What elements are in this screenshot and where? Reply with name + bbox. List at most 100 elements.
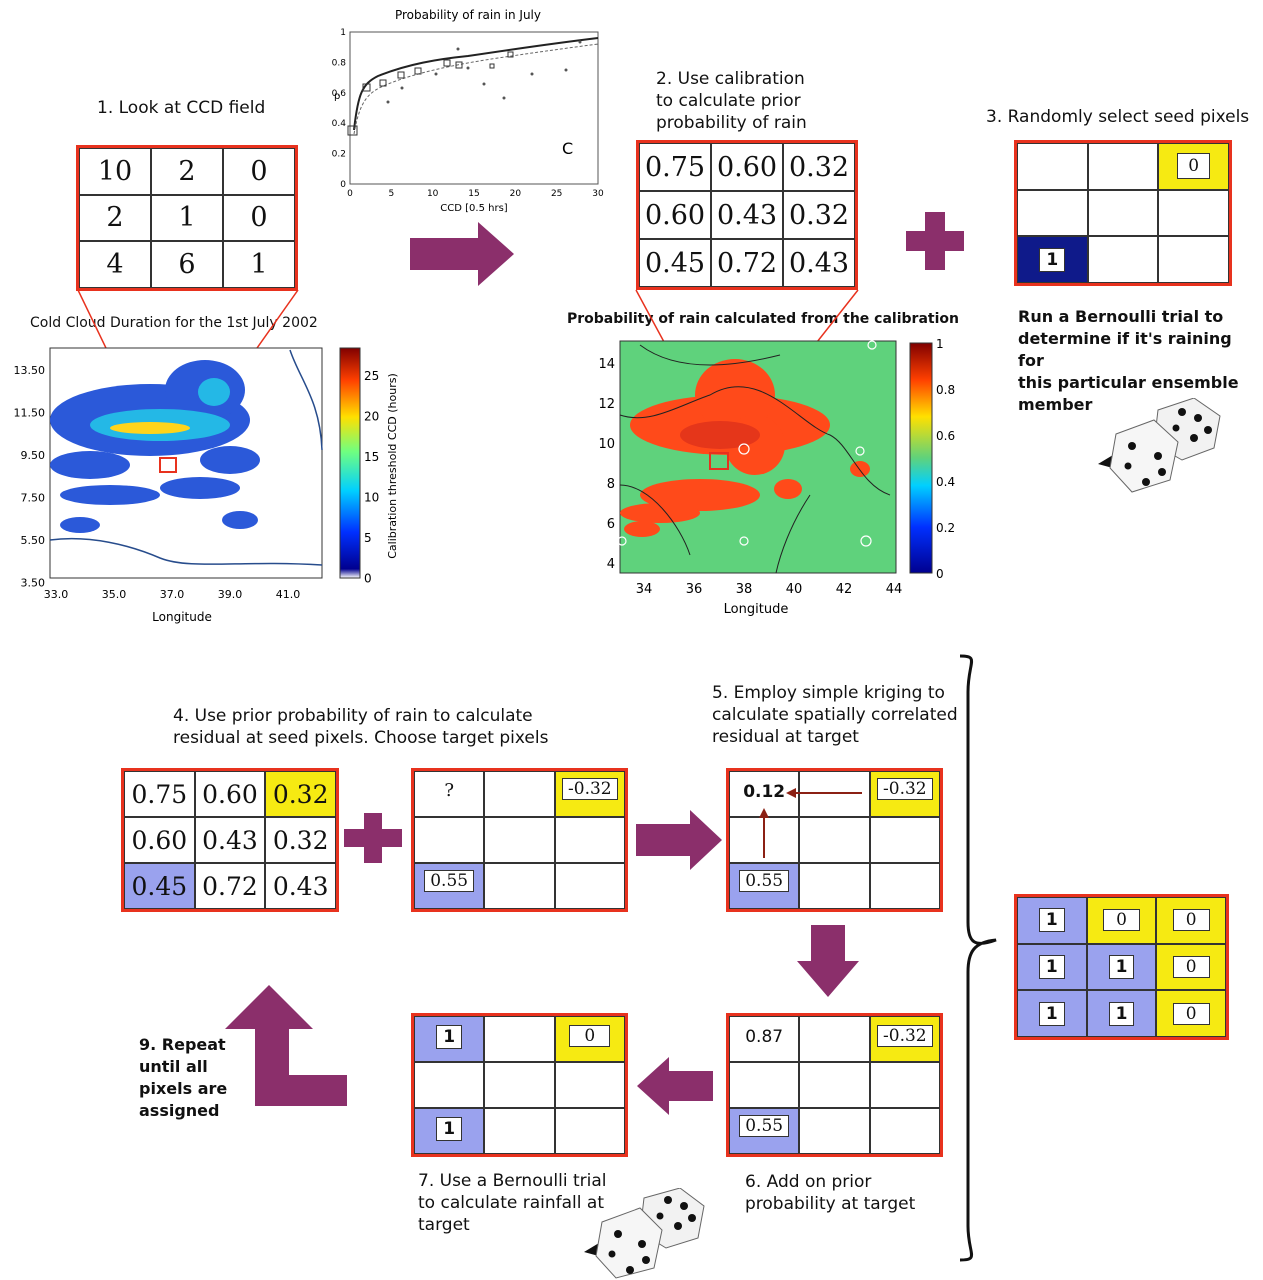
seed-cell [1158,236,1229,283]
ccd-cbar-tick: 0 [364,572,372,586]
step3-note: Run a Bernoulli trial to determine if it… [1018,306,1263,416]
final-value: 1 [1108,1001,1135,1026]
prob-cell: 0.75 [124,771,195,817]
step4-caption: 4. Use prior probability of rain to calc… [173,705,548,749]
prior-added-cell-yellow: -0.32 [869,1016,940,1062]
prob-ytick: 10 [598,437,615,452]
ccd-ytick: 13.50 [14,364,46,377]
step4-line: residual at seed pixels. Choose target p… [173,728,549,748]
arrow-right-2 [636,810,722,870]
kriging-value: 0.55 [739,870,790,892]
seed-grid: 0 1 [1014,140,1232,286]
ccd-cell: 0 [223,194,295,242]
ccd-grid: 10 2 0 2 1 0 4 6 1 [76,145,298,291]
bernoulli-grid: 1 0 1 [411,1013,628,1157]
calib-ytick: 0.6 [332,89,347,99]
seed-cell [1017,189,1088,237]
prob-cell: 0.60 [124,817,195,863]
step2-line: 2. Use calibration [656,69,805,89]
bernoulli-value: 0 [569,1025,611,1047]
final-value: 1 [1038,1001,1065,1026]
prob-ytick: 14 [598,357,615,372]
final-cell-yellow: 0 [1086,897,1157,944]
dice-icon [584,1188,705,1279]
ccd-xtick: 33.0 [44,588,69,601]
final-cell-yellow: 0 [1156,990,1226,1037]
kriging-cell [869,817,940,863]
calib-ytick: 1 [340,28,346,38]
bernoulli-cell [554,1108,625,1154]
prior-added-grid: 0.87 -0.32 0.55 [726,1013,943,1157]
kriging-cell-blue: 0.55 [729,863,800,909]
calib-ytick: 0.2 [332,150,346,160]
kriging-cell [799,817,870,863]
ccd-cell: 1 [151,194,223,242]
step9-line: until all [139,1057,208,1076]
final-cell-yellow: 0 [1156,897,1226,944]
residual-cell [554,863,625,909]
step6-line: 6. Add on prior [745,1172,872,1192]
prob-cell: 0.43 [265,863,336,909]
ccd-ytick: 7.50 [21,492,46,505]
prob-cell: 0.60 [711,143,783,191]
arrow-down [797,925,859,997]
ccd-cell: 4 [79,241,151,288]
final-value: 1 [1038,954,1065,979]
final-cell-yellow: 0 [1156,943,1226,991]
prob-cbar-tick: 0.8 [936,383,955,397]
final-cell-blue: 1 [1017,897,1087,944]
prob-ytick: 4 [607,557,615,572]
ccd-cell: 2 [79,194,151,242]
step7-line: to calculate rainfall at [418,1193,604,1213]
prior-added-cell [869,1108,940,1154]
bernoulli-cell [484,1062,555,1108]
ccd-cbar-tick: 10 [364,491,379,505]
step2-caption: 2. Use calibration to calculate prior pr… [656,68,807,134]
prior-added-target-cell: 0.87 [729,1016,800,1062]
prob-cbar-tick: 0.6 [936,429,955,443]
seed-value: 0 [1177,153,1211,180]
prob-cbar-tick: 0 [936,567,944,581]
ccd-cell: 6 [151,241,223,288]
calib-ytick: 0.8 [332,58,347,68]
prior-added-cell [729,1062,800,1108]
bernoulli-value: 1 [436,1025,463,1049]
calib-xtick: 25 [551,189,562,199]
prior-added-value: -0.32 [877,1025,933,1047]
step7-line: target [418,1215,470,1235]
prob-cell: 0.75 [639,143,711,191]
calibration-chart-xlabel: CCD [0.5 hrs] [440,203,507,214]
residual-cell [484,817,555,863]
final-value: 0 [1172,1002,1210,1025]
prob-cell: 0.72 [711,239,783,287]
step5-caption: 5. Employ simple kriging to calculate sp… [712,682,958,748]
ccd-cbar-tick: 15 [364,450,379,464]
bernoulli-value: 1 [436,1117,463,1141]
prob-xtick: 34 [636,582,653,597]
prob-cell: 0.32 [783,191,855,239]
ccd-cell: 0 [223,148,295,195]
prob-cell-yellow: 0.32 [265,771,336,817]
return-arrow [225,985,347,1106]
curly-brace [959,654,997,1262]
step7-caption: 7. Use a Bernoulli trial to calculate ra… [418,1170,606,1236]
prob-grid-step4: 0.75 0.60 0.32 0.60 0.43 0.32 0.45 0.72 … [121,768,339,912]
ccd-xtick: 37.0 [160,588,185,601]
dice-icon [1098,398,1221,493]
residual-cell-blue: 0.55 [414,863,485,909]
step9-line: 9. Repeat [139,1035,226,1054]
ccd-ytick: 9.50 [21,449,46,462]
step2-line: probability of rain [656,113,807,133]
arrow-right-1 [410,222,514,286]
residual-value: -0.32 [562,778,618,800]
ccd-cbar-tick: 25 [364,369,379,383]
ccd-xtick: 41.0 [276,588,301,601]
step5-line: calculate spatially correlated [712,705,958,725]
prob-cell: 0.43 [711,191,783,239]
final-cell-blue: 1 [1086,943,1157,991]
prob-xtick: 38 [736,582,753,597]
ccd-ytick: 11.50 [14,407,46,420]
bernoulli-cell-blue: 1 [414,1108,485,1154]
step3-note-line: determine if it's raining for [1018,329,1232,370]
